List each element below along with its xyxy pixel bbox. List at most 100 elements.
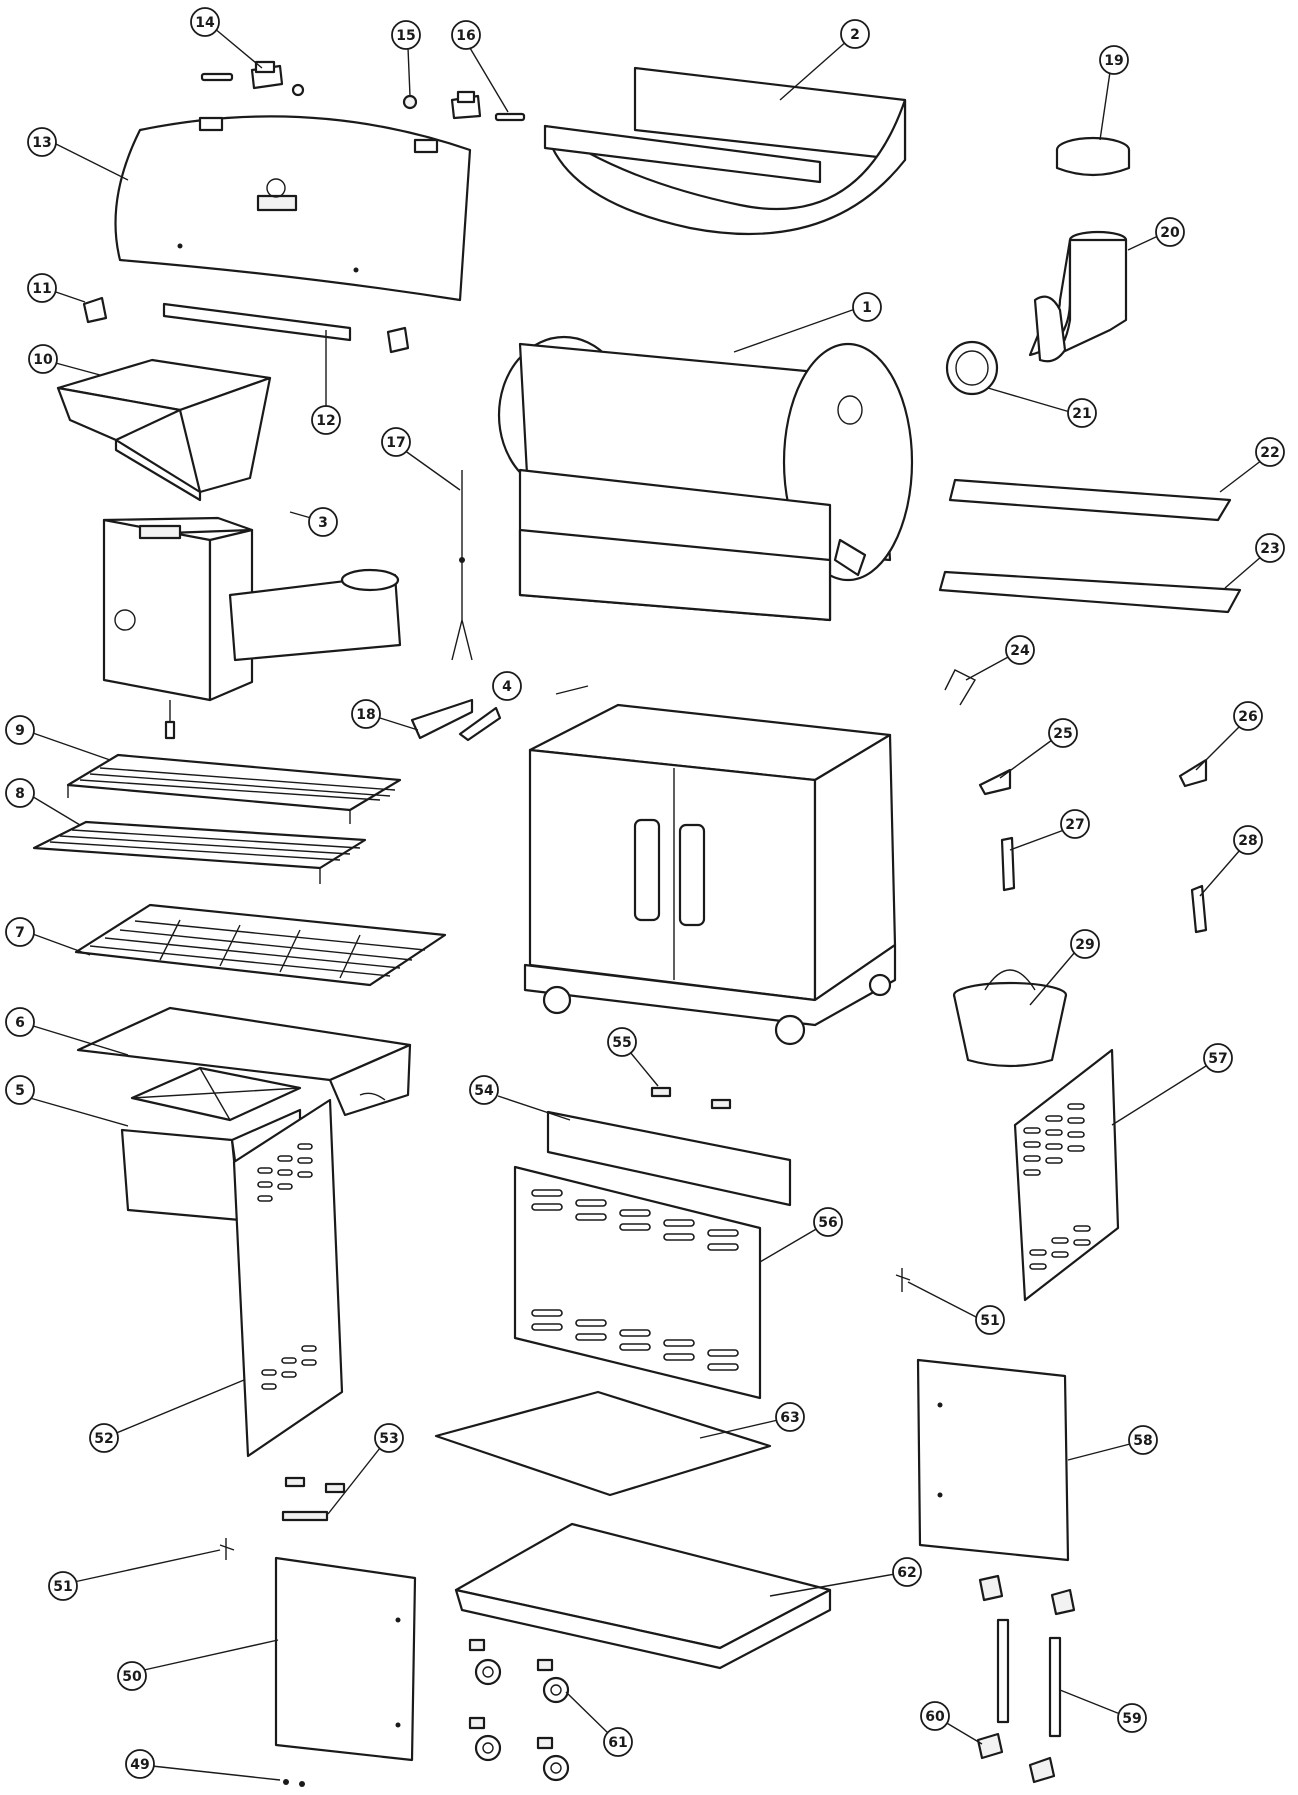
part-bolt-left (283, 1779, 289, 1785)
part-block-bottom-right (1028, 1756, 1056, 1784)
part-leg-right (1048, 1636, 1062, 1738)
svg-text:51: 51 (980, 1313, 999, 1329)
vent-slot (1073, 1225, 1091, 1232)
callout-9: 9 (5, 715, 111, 761)
vent-slot (1045, 1143, 1063, 1150)
part-handle-bracket-right (386, 326, 410, 354)
callout-58: 58 (1067, 1425, 1158, 1461)
svg-text:13: 13 (32, 135, 51, 151)
callout-61: 61 (565, 1691, 633, 1757)
vent-slot (663, 1219, 695, 1227)
svg-text:28: 28 (1238, 833, 1257, 849)
vent-slot (257, 1195, 273, 1202)
callout-2: 2 (779, 19, 870, 101)
vent-slot (619, 1343, 651, 1351)
svg-text:4: 4 (502, 679, 512, 695)
part-bolt-right (299, 1781, 305, 1787)
part-hinge-left (200, 60, 305, 97)
callout-1: 1 (733, 292, 882, 353)
vent-slot (1045, 1157, 1063, 1164)
svg-text:5: 5 (15, 1083, 25, 1099)
part-casters (468, 1638, 570, 1782)
svg-text:58: 58 (1133, 1433, 1152, 1449)
svg-text:26: 26 (1238, 709, 1257, 725)
callout-29: 29 (1029, 929, 1100, 1006)
part-hinge-right (450, 90, 526, 122)
callout-15: 15 (391, 20, 421, 97)
part-cable (944, 669, 976, 706)
vent-slot (257, 1167, 273, 1174)
vent-slot (619, 1223, 651, 1231)
callout-7: 7 (5, 917, 91, 956)
vent-slot (1023, 1141, 1041, 1148)
part-block-top-left (978, 1574, 1004, 1602)
part-temperature-probe (451, 470, 473, 661)
part-lid-handle (162, 302, 352, 342)
vent-slot (1067, 1103, 1085, 1110)
part-hopper-assembly (102, 516, 402, 740)
callout-12: 12 (311, 330, 341, 435)
vent-slot (619, 1329, 651, 1337)
svg-text:63: 63 (780, 1410, 799, 1426)
vent-slot (663, 1353, 695, 1361)
part-clip-left (650, 1086, 672, 1098)
vent-slot (277, 1183, 293, 1190)
svg-text:59: 59 (1122, 1711, 1141, 1727)
vent-slot (707, 1229, 739, 1237)
svg-text:29: 29 (1075, 937, 1094, 953)
vent-slot (297, 1143, 313, 1150)
callout-17: 17 (381, 427, 461, 491)
callout-51-left: 51 (48, 1549, 221, 1601)
svg-text:56: 56 (818, 1215, 837, 1231)
svg-text:15: 15 (396, 28, 415, 44)
callout-24: 24 (965, 635, 1035, 681)
vent-slot (1023, 1169, 1041, 1176)
part-chimney-gasket (945, 340, 999, 396)
vent-slot (301, 1345, 317, 1352)
vent-slot (281, 1357, 297, 1364)
svg-text:62: 62 (897, 1565, 916, 1581)
svg-text:60: 60 (925, 1709, 945, 1725)
part-back-panel (513, 1165, 762, 1400)
part-left-door (274, 1556, 417, 1762)
callout-16: 16 (451, 20, 509, 113)
part-right-side-panel (1013, 1048, 1120, 1302)
svg-text:24: 24 (1010, 643, 1030, 659)
svg-text:53: 53 (379, 1431, 398, 1447)
part-chimney-cap (1055, 136, 1131, 177)
part-cooking-grate (74, 903, 447, 987)
svg-text:8: 8 (15, 786, 25, 802)
vent-slot (707, 1363, 739, 1371)
vent-slot (257, 1181, 273, 1188)
callout-28: 28 (1199, 825, 1263, 897)
callout-56: 56 (759, 1207, 843, 1263)
svg-text:52: 52 (94, 1431, 113, 1447)
svg-text:20: 20 (1160, 225, 1180, 241)
vent-slot (575, 1213, 607, 1221)
vent-slot (663, 1233, 695, 1241)
callout-6: 6 (5, 1007, 129, 1056)
svg-text:2: 2 (850, 27, 860, 43)
callout-3: 3 (289, 507, 338, 537)
part-top-rack-frame (948, 478, 1232, 522)
part-rack-bracket-left (410, 698, 474, 740)
part-bracket-27 (1000, 836, 1016, 892)
svg-text:19: 19 (1104, 53, 1123, 69)
part-leg-left (996, 1618, 1010, 1724)
callout-62: 62 (769, 1557, 922, 1597)
svg-text:25: 25 (1053, 726, 1072, 742)
vent-slot (1029, 1263, 1047, 1270)
svg-text:14: 14 (195, 15, 215, 31)
vent-slot (707, 1349, 739, 1357)
callout-19: 19 (1099, 45, 1129, 141)
svg-text:61: 61 (608, 1735, 627, 1751)
svg-text:18: 18 (356, 707, 375, 723)
svg-text:22: 22 (1260, 445, 1279, 461)
callout-26: 26 (1195, 701, 1263, 771)
vent-slot (531, 1189, 563, 1197)
vent-slot (281, 1371, 297, 1378)
part-door-rail (281, 1510, 329, 1522)
svg-text:54: 54 (474, 1083, 494, 1099)
vent-slot (1023, 1155, 1041, 1162)
vent-slot (297, 1171, 313, 1178)
